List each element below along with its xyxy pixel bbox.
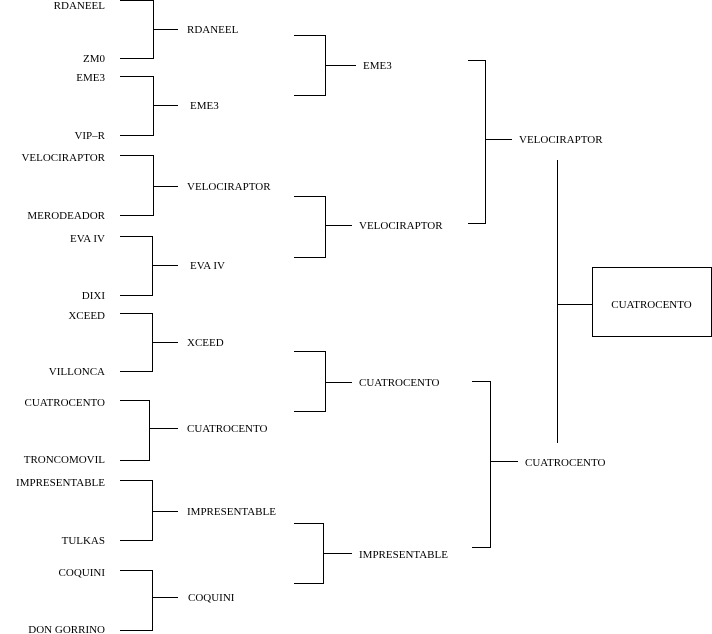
r3-team-label: CUATROCENTO — [359, 377, 440, 389]
r3-connector-2 — [472, 381, 518, 548]
r1-team-label: XCEED — [68, 310, 105, 322]
r1-team-label: IMPRESENTABLE — [16, 477, 105, 489]
r1-team-label: DON GORRINO — [28, 624, 105, 634]
r1-team-label: TULKAS — [62, 535, 105, 547]
r1-team-label: VIP–R — [74, 130, 105, 142]
r1-connector-4 — [120, 236, 178, 296]
final-vertical-line — [557, 160, 592, 443]
r2-team-label: CUATROCENTO — [187, 423, 268, 435]
r1-connector-8 — [120, 570, 178, 631]
r3-team-label: IMPRESENTABLE — [359, 549, 448, 561]
r1-team-label: VELOCIRAPTOR — [21, 152, 105, 164]
r4-team-label: VELOCIRAPTOR — [519, 134, 603, 146]
round2-labels: RDANEEL EME3 VELOCIRAPTOR EVA IV XCEED C… — [187, 24, 276, 604]
round1-connectors — [120, 0, 178, 631]
r3-team-label: EME3 — [363, 60, 392, 72]
r1-connector-3 — [120, 155, 178, 216]
r2-connector-4 — [294, 523, 352, 584]
r1-team-label: EME3 — [76, 72, 105, 84]
r1-connector-7 — [120, 480, 178, 541]
round2-connectors — [294, 35, 356, 584]
round3-labels: EME3 VELOCIRAPTOR CUATROCENTO IMPRESENTA… — [359, 60, 448, 561]
champion-box — [592, 267, 712, 337]
r2-connector-1 — [294, 35, 356, 96]
r3-connector-1 — [468, 60, 512, 224]
r2-team-label: XCEED — [187, 337, 224, 349]
r2-connector-3 — [294, 351, 352, 412]
r1-team-label: CUATROCENTO — [25, 397, 106, 409]
r1-team-label: MERODEADOR — [27, 210, 105, 222]
round1-labels: RDANEEL ZM0 EME3 VIP–R VELOCIRAPTOR MERO… — [16, 0, 106, 634]
r2-team-label: EVA IV — [190, 260, 225, 272]
r2-team-label: RDANEEL — [187, 24, 239, 36]
r2-connector-2 — [294, 196, 352, 258]
r1-connector-1 — [120, 0, 178, 59]
r1-connector-5 — [120, 313, 178, 372]
r1-team-label: DIXI — [82, 290, 106, 302]
r2-team-label: VELOCIRAPTOR — [187, 181, 271, 193]
r1-team-label: ZM0 — [83, 53, 106, 65]
round4-labels: VELOCIRAPTOR CUATROCENTO — [519, 134, 606, 469]
r1-connector-2 — [120, 76, 178, 136]
r1-team-label: RDANEEL — [54, 0, 106, 12]
r2-team-label: EME3 — [190, 100, 219, 112]
champion-label: CUATROCENTO — [611, 299, 692, 311]
r1-team-label: TRONCOMOVIL — [24, 454, 106, 466]
r1-team-label: EVA IV — [70, 233, 105, 245]
r1-connector-6 — [120, 400, 178, 461]
r2-team-label: COQUINI — [188, 592, 235, 604]
r2-team-label: IMPRESENTABLE — [187, 506, 276, 518]
final-connector — [557, 160, 712, 443]
r3-team-label: VELOCIRAPTOR — [359, 220, 443, 232]
round3-connectors — [468, 60, 518, 548]
r4-team-label: CUATROCENTO — [525, 457, 606, 469]
r1-team-label: COQUINI — [59, 567, 106, 579]
r1-team-label: VILLONCA — [49, 366, 105, 378]
